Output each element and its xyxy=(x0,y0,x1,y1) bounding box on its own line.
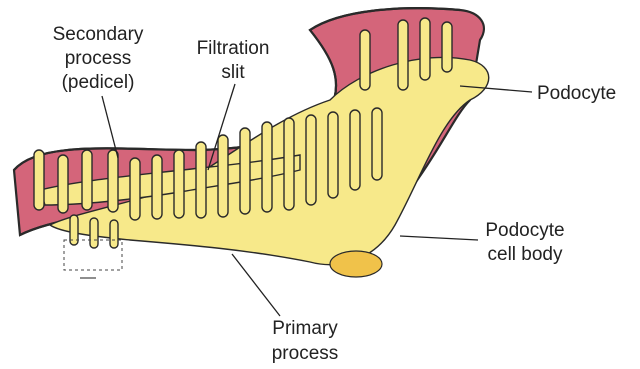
pedicel xyxy=(328,112,338,198)
pedicel xyxy=(174,150,184,218)
leader-cell-body xyxy=(400,236,478,240)
pedicel xyxy=(152,155,162,219)
pedicel xyxy=(442,22,452,72)
pedicel xyxy=(372,108,382,180)
label-filtration-slit-line2: slit xyxy=(221,62,245,83)
leader-primary-process xyxy=(232,254,280,316)
pedicel xyxy=(58,155,68,213)
pedicel xyxy=(82,150,92,210)
pedicel xyxy=(306,115,316,205)
pedicel xyxy=(110,220,118,248)
pedicel xyxy=(398,20,408,90)
label-secondary-process-line3: (pedicel) xyxy=(62,72,135,93)
pedicel xyxy=(420,18,430,80)
pedicel xyxy=(218,135,228,217)
pedicel xyxy=(130,158,140,220)
label-filtration-slit-line1: Filtration xyxy=(197,38,270,59)
pedicel xyxy=(196,142,206,218)
pedicel xyxy=(240,128,250,214)
pedicel xyxy=(360,30,370,90)
pedicel xyxy=(350,110,360,190)
pedicel xyxy=(284,118,294,210)
label-cell-body-line1: Podocyte xyxy=(485,220,564,241)
pedicel xyxy=(90,218,98,248)
label-secondary-process-line1: Secondary xyxy=(53,24,144,45)
pedicel xyxy=(262,122,272,212)
label-cell-body-line2: cell body xyxy=(488,244,563,265)
label-secondary-process-line2: process xyxy=(65,48,132,69)
label-podocyte: Podocyte xyxy=(537,83,616,104)
label-primary-process-line1: Primary xyxy=(272,318,338,339)
pedicel xyxy=(108,150,118,212)
nucleus xyxy=(330,251,382,277)
pedicel xyxy=(34,150,44,210)
label-primary-process-line2: process xyxy=(272,343,339,364)
